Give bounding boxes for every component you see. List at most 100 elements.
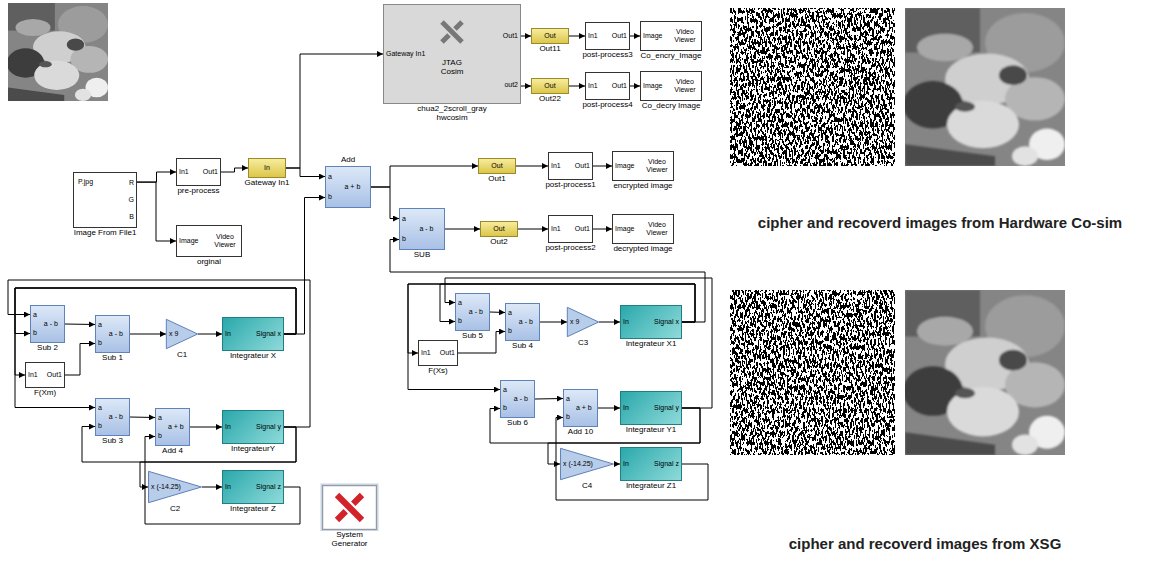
port-label: b xyxy=(566,413,570,421)
signal-wire xyxy=(556,418,708,501)
port-label: a xyxy=(98,404,102,412)
port-label: Image xyxy=(615,162,634,170)
block-name: post-process1 xyxy=(544,181,596,190)
block-name: Image From File1 xyxy=(73,229,138,238)
integrator-block: InSignal zIntegrateur Z1 xyxy=(620,447,682,481)
block-name: Integrateur X1 xyxy=(625,340,678,349)
block-name: orginal xyxy=(196,258,222,267)
port-label: Signal x xyxy=(256,330,281,338)
process-block: In1Out1pre-process xyxy=(176,158,221,186)
sysgen-block: System Generator xyxy=(322,485,377,530)
signal-wire xyxy=(145,437,300,525)
block-name: Out2 xyxy=(489,238,508,247)
video-viewer-block: ImageVideo ViewerCo_encry_Image xyxy=(640,21,702,51)
port-label: Out xyxy=(493,225,504,233)
port-label: a + b xyxy=(345,183,361,191)
block-name: Co_decry Image xyxy=(641,102,702,111)
port-label: a - b xyxy=(469,308,483,316)
block-name: Sub 6 xyxy=(506,419,529,428)
block-name: Add 10 xyxy=(567,428,594,437)
port-label: In1 xyxy=(551,225,561,233)
port-label: a xyxy=(508,309,512,317)
gateway-block: OutOut22 xyxy=(531,78,569,94)
signal-wire xyxy=(137,172,176,182)
block-name: chua2_2scroll_gray hwcosim xyxy=(403,105,501,123)
port-label: Out1 xyxy=(47,371,62,379)
sum-block: aba + bAdd 4 xyxy=(155,408,190,446)
port-label: Out1 xyxy=(612,32,627,40)
port-label: a xyxy=(566,395,570,403)
port-label: a + b xyxy=(576,404,592,412)
block-name: Gateway In1 xyxy=(244,179,291,188)
port-label: Video Viewer xyxy=(211,233,239,248)
signal-wire xyxy=(65,324,95,326)
block-name: post-process4 xyxy=(581,101,633,110)
port-label: b xyxy=(503,404,507,412)
signal-wire xyxy=(8,280,310,427)
port-label: B xyxy=(129,213,134,221)
integrator-block: InSignal xIntegrateur X1 xyxy=(620,305,682,339)
gain-triangle-shape xyxy=(561,448,614,479)
cosim-block: Gateway In1JTAG CosimOut1out2chua2_2scro… xyxy=(383,4,521,104)
signal-wire xyxy=(593,166,612,167)
block-name: Integrateur Z1 xyxy=(625,482,677,491)
gain-triangle-shape xyxy=(567,307,598,336)
signal-wire xyxy=(569,36,585,37)
recovered-photo xyxy=(903,290,1065,455)
port-label: a + b xyxy=(168,423,184,431)
port-label: Gateway In1 xyxy=(386,50,425,58)
port-label: Image xyxy=(179,237,198,245)
port-label: In xyxy=(225,483,231,491)
port-label: b xyxy=(328,193,332,201)
signal-wire xyxy=(130,417,155,419)
signal-wire xyxy=(371,166,478,187)
port-label: Signal y xyxy=(256,423,281,431)
sum-block: aba - bSub 5 xyxy=(455,293,490,331)
port-label: x (-14.25) xyxy=(151,483,181,491)
video-viewer-block: ImageVideo Viewerencrypted image xyxy=(612,151,674,181)
port-label: Out1 xyxy=(612,82,627,90)
signal-wire xyxy=(284,198,325,335)
signal-wire xyxy=(630,36,640,37)
file-source-block: P.jpgRGBImage From File1 xyxy=(73,172,137,228)
block-name: F(Xm) xyxy=(33,389,57,398)
port-label: In1 xyxy=(588,82,598,90)
block-name: Integrateur Z xyxy=(229,505,277,514)
signal-wire xyxy=(569,86,585,87)
signal-wire xyxy=(593,229,612,230)
port-label: b xyxy=(402,235,406,243)
signal-wire xyxy=(598,408,620,409)
block-name: Sub 3 xyxy=(101,437,124,446)
port-label: a - b xyxy=(44,320,58,328)
port-label: In1 xyxy=(551,162,561,170)
port-label: x 9 xyxy=(570,318,579,326)
image-caption: cipher and recoverd images from XSG xyxy=(789,535,1062,552)
port-label: In xyxy=(623,318,629,326)
signal-wire xyxy=(190,427,222,428)
port-label: Video Viewer xyxy=(643,221,671,236)
port-label: a - b xyxy=(109,413,123,421)
sum-block: aba - bSub 3 xyxy=(95,398,130,436)
xilinx-logo xyxy=(442,22,462,42)
port-label: a xyxy=(402,215,406,223)
block-name: post-process2 xyxy=(544,244,596,253)
video-viewer-block: ImageVideo Viewerorginal xyxy=(176,225,242,257)
signal-wire xyxy=(286,168,325,177)
signal-wire xyxy=(516,166,548,167)
signal-wire xyxy=(198,334,222,335)
signal-wire xyxy=(221,168,248,172)
port-label: a xyxy=(98,321,102,329)
port-label: In1 xyxy=(179,168,189,176)
integrator-block: InSignal yIntegrateurY xyxy=(222,410,284,444)
port-label: Out1 xyxy=(575,225,590,233)
port-label: P.jpg xyxy=(78,178,93,186)
port-label: Out xyxy=(491,162,502,170)
sum-block: aba + bAdd xyxy=(325,166,371,208)
port-label: b xyxy=(98,422,102,430)
signal-wire xyxy=(458,332,505,354)
process-block: In1Out1F(Xm) xyxy=(25,362,65,388)
port-label: Out1 xyxy=(203,168,218,176)
block-name: encrypted image xyxy=(612,182,673,191)
port-label: Signal x xyxy=(654,318,679,326)
signal-wire xyxy=(137,182,176,241)
